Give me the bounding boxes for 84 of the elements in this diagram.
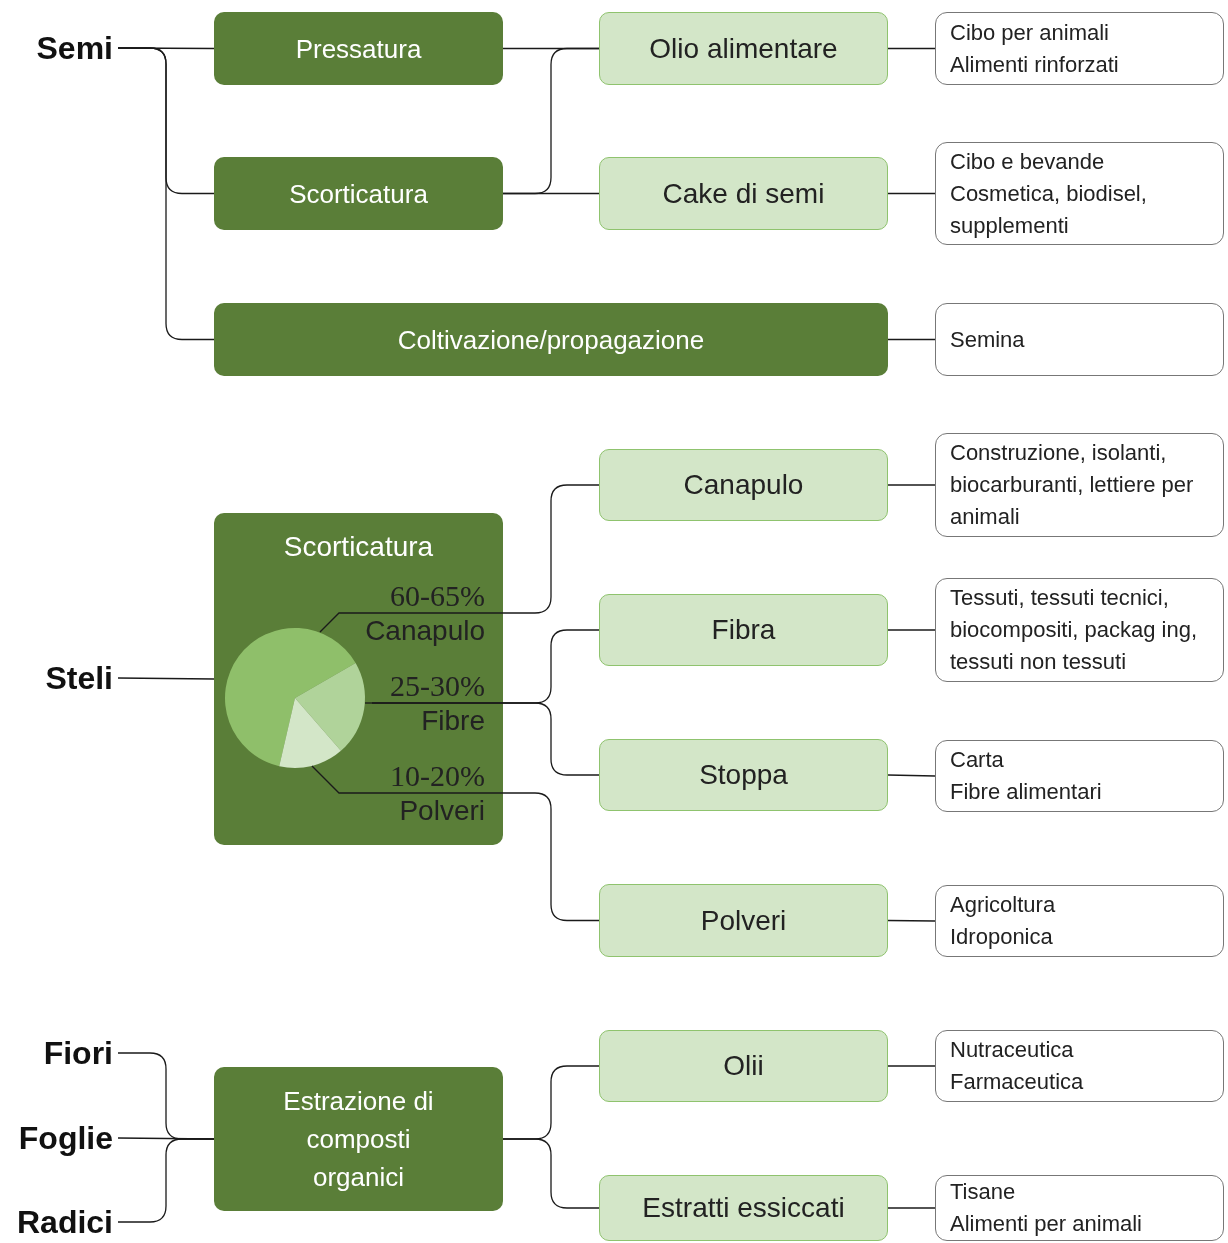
share-label: Polveri — [398, 795, 485, 827]
category-label: Semi — [0, 28, 113, 68]
box-text: Polveri — [700, 904, 787, 937]
connector-line — [887, 629, 936, 631]
connector-line — [887, 338, 936, 341]
process-box — [214, 1067, 503, 1211]
box-text: Scorticatura — [289, 177, 428, 211]
leader-line — [311, 765, 379, 794]
box-text: Nutraceutica — [950, 1036, 1075, 1064]
category-label: Fiori — [0, 1033, 113, 1073]
pie-slice — [279, 698, 341, 768]
box-text: Pressatura — [295, 32, 422, 66]
product-box — [599, 594, 888, 666]
category-label: Radici — [0, 1202, 113, 1242]
category-label: Foglie — [0, 1118, 113, 1158]
connector-line — [887, 919, 936, 922]
connector-line — [377, 792, 600, 922]
process-box — [214, 157, 503, 230]
box-text: Cake di semi — [662, 177, 825, 210]
box-text: Cibo e bevande — [950, 147, 1106, 176]
panel-title: Scorticatura — [283, 530, 434, 564]
use-box — [935, 885, 1224, 957]
percentage-label: 10-20% — [389, 760, 485, 792]
connector-line — [339, 484, 600, 614]
use-box — [935, 578, 1224, 682]
box-text: Farmaceutica — [950, 1068, 1085, 1096]
use-box — [935, 1175, 1224, 1241]
process-panel — [214, 513, 503, 845]
box-text: Carta — [950, 746, 1005, 774]
product-box — [599, 449, 888, 521]
product-box — [599, 157, 888, 230]
box-text: Fibre alimentari — [950, 778, 1103, 806]
box-text: Agricoltura — [950, 891, 1057, 919]
connector-line — [887, 1207, 936, 1209]
use-box — [935, 303, 1224, 376]
use-box — [935, 1030, 1224, 1102]
percentage-label: 25-30% — [389, 670, 485, 702]
box-text: Idroponica — [950, 923, 1054, 951]
connector-line — [887, 192, 936, 195]
connector-line — [887, 774, 936, 777]
share-label: Fibre — [420, 705, 485, 737]
connector-line — [887, 1065, 936, 1067]
box-text: Estratti essiccati — [642, 1192, 845, 1224]
box-text: Construzione, isolanti, biocarburanti, lettiere per animali — [950, 439, 1195, 531]
product-box — [599, 1030, 888, 1102]
box-text: Fibra — [711, 614, 776, 646]
box-text: Cosmetica, biodisel, supplementi — [950, 179, 1148, 240]
box-text: Alimenti per animali — [950, 1210, 1143, 1238]
box-text: Olii — [723, 1050, 764, 1082]
product-box — [599, 1175, 888, 1241]
category-label: Steli — [0, 658, 113, 698]
product-box — [599, 884, 888, 957]
box-text: Tessuti, tessuti tecnici, biocompositi, packag ing, tessuti non tessuti — [950, 584, 1199, 676]
box-text: Tisane — [950, 1178, 1017, 1206]
product-box — [599, 739, 888, 811]
pie-slice — [225, 628, 356, 767]
process-box — [214, 303, 888, 376]
use-box — [935, 433, 1224, 537]
box-text: Alimenti rinforzati — [950, 50, 1120, 79]
connector-line — [887, 47, 936, 50]
connector-line — [371, 702, 600, 776]
box-text: Semina — [950, 325, 1026, 354]
box-text: Coltivazione/propagazione — [397, 323, 705, 357]
leader-line — [364, 702, 373, 704]
share-label: Canapulo — [364, 615, 485, 647]
box-text: Canapulo — [683, 469, 804, 501]
percentage-label: 60-65% — [389, 580, 485, 612]
connector-line — [117, 47, 215, 341]
box-text: Estrazione di composti organici — [282, 1085, 435, 1194]
box-text: Cibo per animali — [950, 18, 1110, 47]
connector-line — [117, 1138, 215, 1223]
connector-line — [887, 484, 936, 486]
use-box — [935, 740, 1224, 812]
leader-line — [319, 612, 341, 633]
connector-line — [117, 677, 215, 680]
box-text: Stoppa — [699, 759, 788, 791]
box-text: Olio alimentare — [649, 32, 838, 65]
process-box — [214, 12, 503, 85]
connector-line — [502, 1138, 600, 1209]
use-box — [935, 12, 1224, 85]
pie-slice — [295, 663, 365, 751]
product-box — [599, 12, 888, 85]
use-box — [935, 142, 1224, 245]
connector-line — [502, 192, 600, 195]
